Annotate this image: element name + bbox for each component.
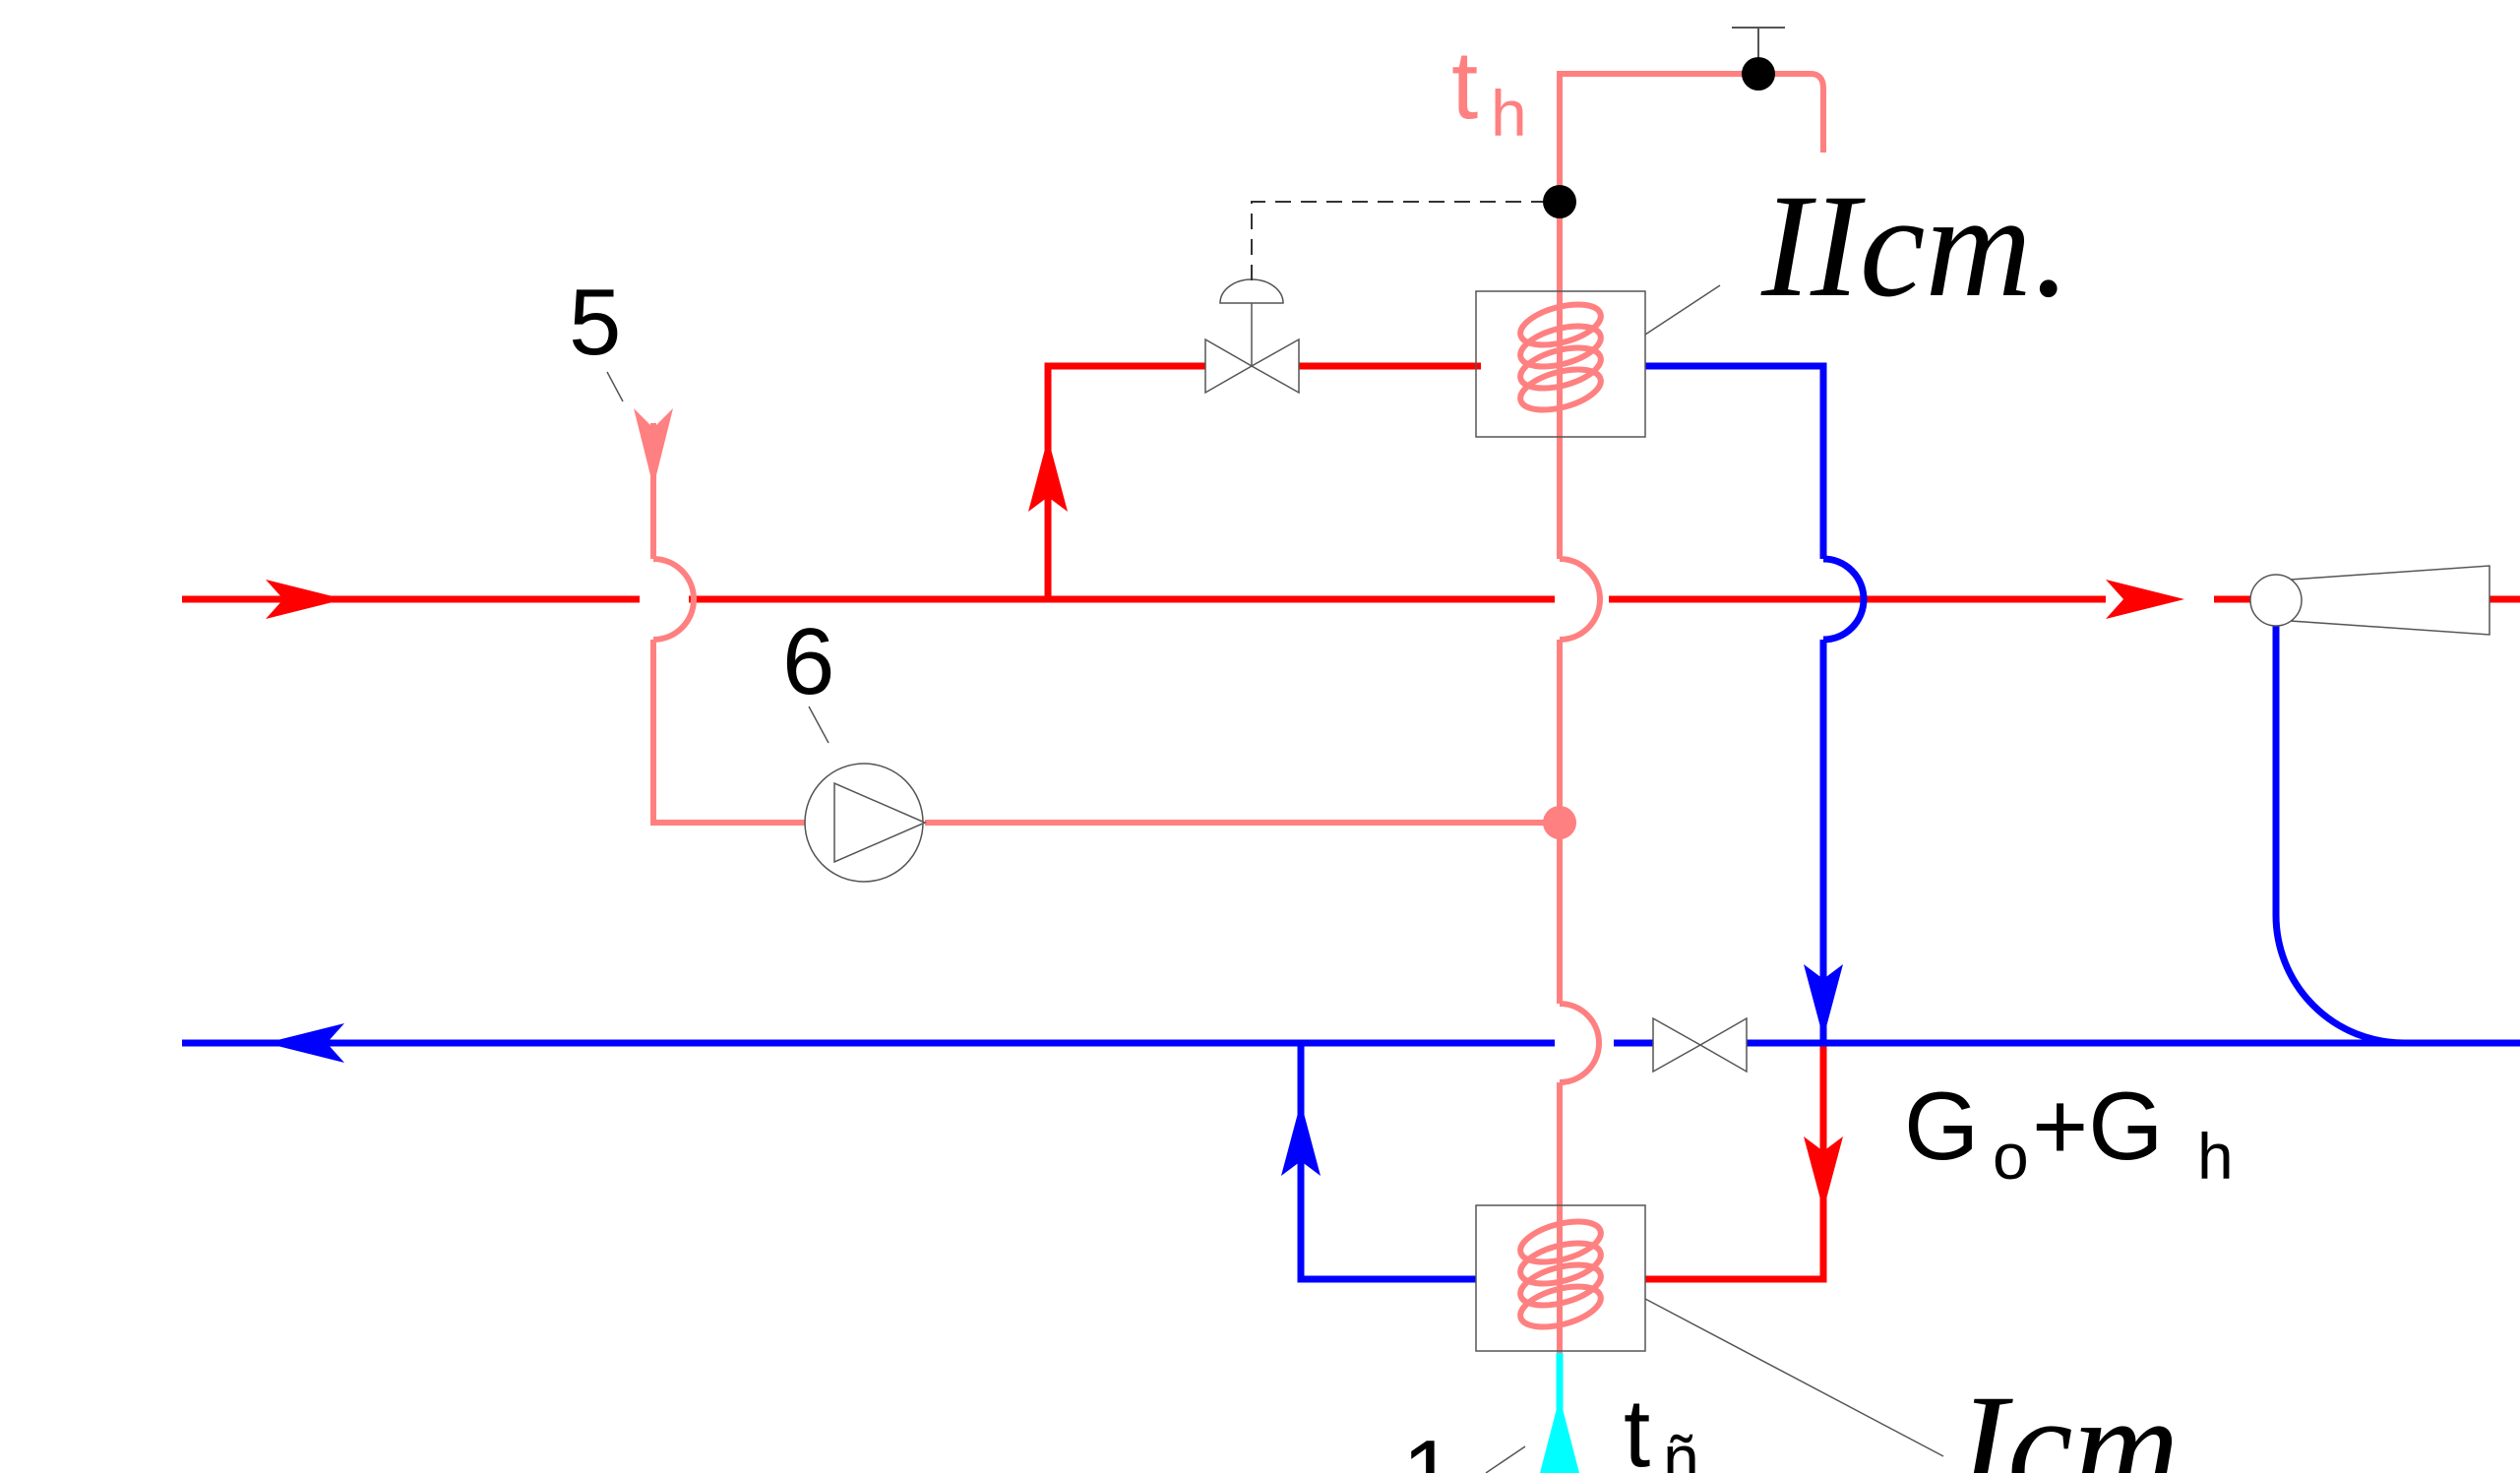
dhw-arrow-5 xyxy=(634,408,673,487)
label-stage1: Iст. xyxy=(1957,1365,2218,1473)
heat-exchanger-icon xyxy=(1517,1218,1604,1330)
dhw-junction xyxy=(1543,806,1576,839)
control-line xyxy=(1251,201,1560,280)
label-t-hot: t h xyxy=(1451,31,1527,150)
flow-plus: +G xyxy=(2032,1072,2163,1180)
label-flow: G o +G h xyxy=(1904,1072,2234,1193)
return-arrow-up xyxy=(1281,1102,1321,1176)
valve-icon xyxy=(1204,338,1254,395)
t-hot-main: t xyxy=(1451,31,1478,139)
heat-exchanger-stage1 xyxy=(1475,1204,1646,1352)
supply-arrow-down-stage1 xyxy=(1804,1136,1843,1210)
hot-water-tap xyxy=(1732,27,1785,91)
valve-icon xyxy=(1652,1016,1702,1074)
return-arrow-out xyxy=(266,1023,344,1063)
flow-g1: G xyxy=(1904,1072,1979,1180)
return-valve xyxy=(1652,1016,1748,1074)
label-item-1: 1 xyxy=(1402,1421,1454,1473)
jet-pump-icon xyxy=(2275,565,2490,636)
circulation-pump xyxy=(804,763,927,883)
supply-arrow-in xyxy=(266,580,344,619)
cold-water-arrow xyxy=(1540,1397,1579,1473)
supply-arrow-out xyxy=(2106,580,2184,619)
label-t-cold: t ñ xyxy=(1624,1379,1699,1473)
label-item-5: 5 xyxy=(569,270,621,375)
pump-icon xyxy=(833,781,927,864)
heat-exchanger-icon xyxy=(1517,301,1604,413)
supply-arrow-up xyxy=(1028,438,1068,512)
leader-lines xyxy=(606,284,1944,1473)
label-stage2: IIст. xyxy=(1760,164,2070,328)
t-cold-sub: ñ xyxy=(1663,1422,1699,1473)
heat-exchanger-stage2 xyxy=(1475,290,1646,438)
flow-sub2: h xyxy=(2197,1120,2234,1193)
control-valve xyxy=(1204,278,1300,395)
t-cold-main: t xyxy=(1624,1379,1650,1473)
flow-sub1: o xyxy=(1993,1120,2029,1193)
return-arrows xyxy=(266,964,1843,1176)
cold-water-line xyxy=(1540,1353,1579,1473)
thermostat-icon xyxy=(1543,185,1576,218)
jet-pump xyxy=(2249,565,2490,636)
supply-arrows xyxy=(266,438,2184,1210)
label-item-6: 6 xyxy=(782,609,834,714)
return-arrow-down xyxy=(1804,964,1843,1038)
t-hot-sub: h xyxy=(1491,77,1527,150)
return-line xyxy=(182,362,2520,1283)
